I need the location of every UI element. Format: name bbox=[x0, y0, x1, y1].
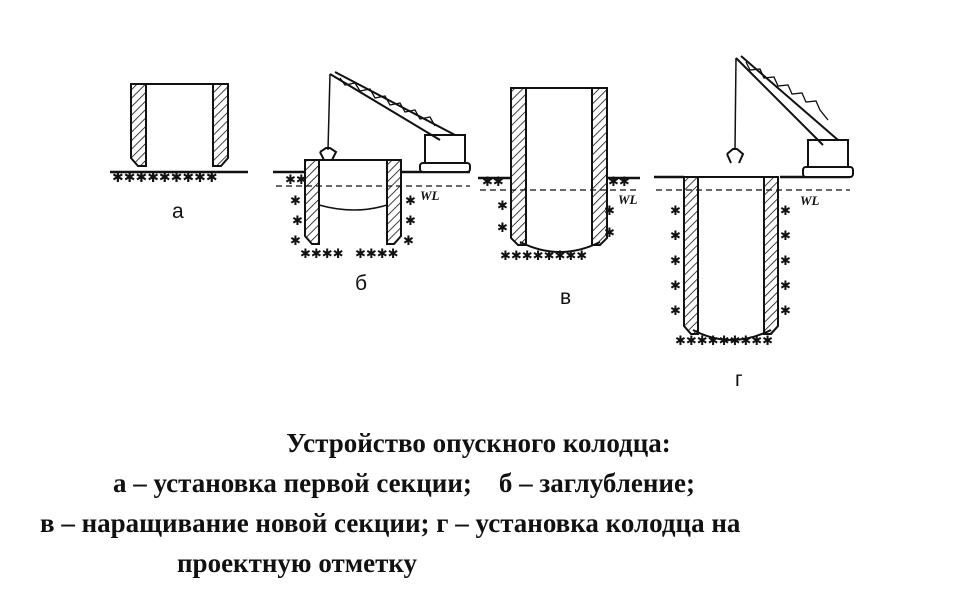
svg-text:✱✱: ✱✱ bbox=[482, 174, 504, 189]
svg-text:✱: ✱ bbox=[604, 203, 615, 218]
svg-text:✱: ✱ bbox=[670, 203, 681, 218]
stage-a-drawing: ✱✱✱✱✱✱✱✱✱ а bbox=[110, 83, 248, 223]
svg-text:✱: ✱ bbox=[290, 233, 301, 248]
svg-text:✱: ✱ bbox=[403, 233, 414, 248]
stage-v-drawing: WL ✱✱ ✱✱ ✱ ✱ ✱ ✱ ✱✱✱✱✱✱✱✱ в bbox=[478, 87, 640, 309]
svg-text:✱: ✱ bbox=[780, 303, 791, 318]
caption-line-2: в – наращивание новой секции; г – устано… bbox=[40, 508, 741, 538]
svg-text:✱✱: ✱✱ bbox=[285, 172, 307, 187]
caisson-sinking-diagram: ✱✱✱✱✱✱✱✱✱ а WL ✱✱ ✱ ✱ ✱ ✱ ✱ ✱ ✱✱✱✱ ✱✱✱✱ bbox=[110, 55, 854, 391]
figure-caption: Устройство опускного колодца: а – устано… bbox=[0, 420, 957, 600]
wl-label-v: WL bbox=[618, 192, 638, 207]
svg-text:✱: ✱ bbox=[670, 278, 681, 293]
stage-b-drawing: WL ✱✱ ✱ ✱ ✱ ✱ ✱ ✱ ✱✱✱✱ ✱✱✱✱ б bbox=[273, 71, 471, 295]
svg-text:✱: ✱ bbox=[780, 253, 791, 268]
svg-text:✱: ✱ bbox=[670, 303, 681, 318]
svg-text:✱: ✱ bbox=[497, 220, 508, 235]
stage-g-drawing: WL ✱ ✱ ✱ ✱ ✱ ✱ ✱ ✱ ✱ ✱ ✱✱✱✱✱✱✱✱✱ г bbox=[654, 55, 854, 391]
svg-text:✱: ✱ bbox=[405, 193, 416, 208]
stage-b-label: б bbox=[355, 272, 367, 295]
svg-text:✱✱: ✱✱ bbox=[608, 174, 630, 189]
svg-text:✱✱✱✱✱✱✱✱✱: ✱✱✱✱✱✱✱✱✱ bbox=[112, 169, 218, 185]
svg-text:✱✱✱✱: ✱✱✱✱ bbox=[355, 246, 399, 261]
svg-text:✱: ✱ bbox=[292, 213, 303, 228]
stage-v-label: в bbox=[560, 286, 571, 309]
caption-title: Устройство опускного колодца: bbox=[286, 428, 671, 458]
svg-text:✱: ✱ bbox=[497, 198, 508, 213]
soil-marks: ✱✱✱✱✱✱✱✱✱ bbox=[112, 169, 218, 185]
svg-text:✱: ✱ bbox=[290, 193, 301, 208]
svg-text:✱: ✱ bbox=[670, 228, 681, 243]
caption-line-3: проектную отметку bbox=[177, 548, 418, 578]
crane-b bbox=[319, 71, 471, 173]
svg-text:✱: ✱ bbox=[670, 253, 681, 268]
caption-line-1: а – установка первой секции; б – заглубл… bbox=[113, 468, 695, 498]
wl-label-g: WL bbox=[800, 193, 820, 208]
stage-a-label: а bbox=[172, 200, 184, 223]
crane-g bbox=[726, 55, 854, 178]
svg-text:✱: ✱ bbox=[780, 278, 791, 293]
svg-text:✱✱✱✱: ✱✱✱✱ bbox=[300, 246, 344, 261]
svg-text:✱: ✱ bbox=[780, 203, 791, 218]
svg-text:✱: ✱ bbox=[780, 228, 791, 243]
stage-g-label: г bbox=[735, 368, 743, 391]
svg-text:✱: ✱ bbox=[604, 225, 615, 240]
wl-label-b: WL bbox=[420, 188, 440, 203]
svg-text:✱: ✱ bbox=[405, 213, 416, 228]
